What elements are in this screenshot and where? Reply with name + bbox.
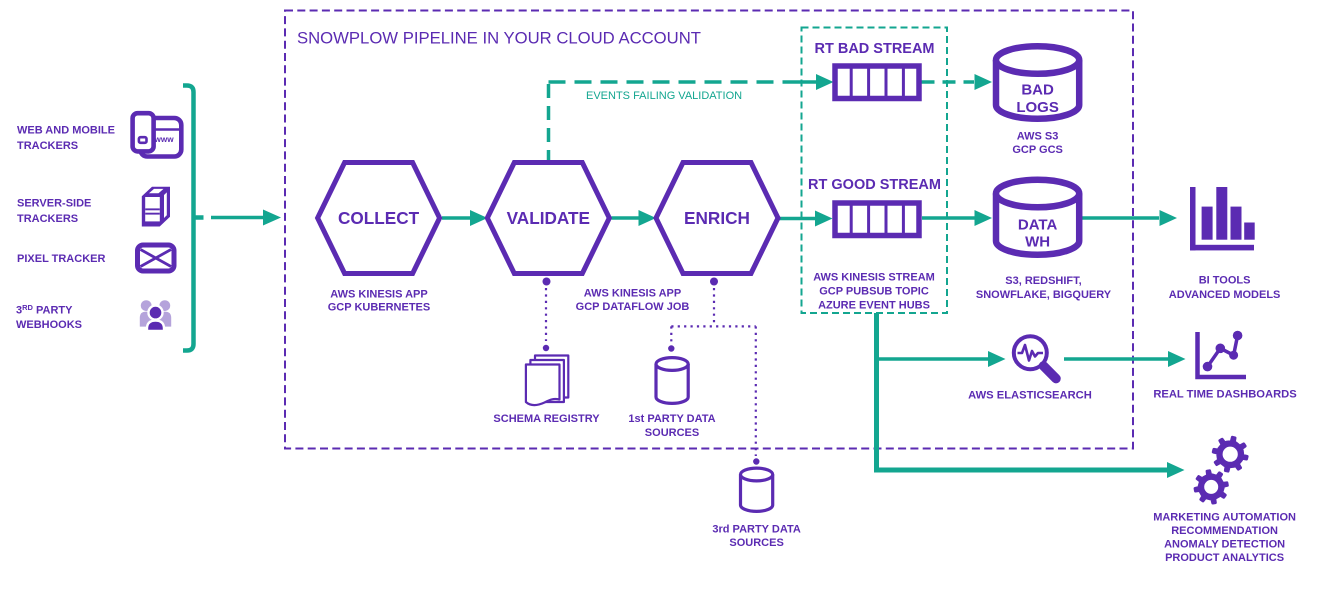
svg-text:AWS KINESIS APP: AWS KINESIS APP [584,288,681,300]
svg-text:COLLECT: COLLECT [338,208,420,228]
svg-text:S3, REDSHIFT,: S3, REDSHIFT, [1005,275,1081,287]
svg-text:PRODUCT ANALYTICS: PRODUCT ANALYTICS [1165,552,1284,564]
svg-text:TRACKERS: TRACKERS [17,140,78,152]
svg-text:SOURCES: SOURCES [645,427,699,439]
svg-text:AZURE EVENT HUBS: AZURE EVENT HUBS [818,300,930,312]
svg-text:AWS KINESIS STREAM: AWS KINESIS STREAM [813,272,935,284]
svg-text:RT GOOD STREAM: RT GOOD STREAM [808,177,941,193]
svg-text:EVENTS FAILING VALIDATION: EVENTS FAILING VALIDATION [586,90,742,102]
svg-text:AWS KINESIS APP: AWS KINESIS APP [330,289,427,301]
svg-text:RT BAD STREAM: RT BAD STREAM [814,41,934,57]
svg-text:WH: WH [1025,234,1050,251]
svg-text:ENRICH: ENRICH [684,208,750,228]
svg-text:AWS ELASTICSEARCH: AWS ELASTICSEARCH [968,390,1092,402]
svg-text:SCHEMA REGISTRY: SCHEMA REGISTRY [493,413,600,425]
svg-text:SNOWFLAKE, BIGQUERY: SNOWFLAKE, BIGQUERY [976,289,1112,301]
svg-text:TRACKERS: TRACKERS [17,213,78,225]
svg-text:ADVANCED MODELS: ADVANCED MODELS [1169,289,1281,301]
svg-text:GCP KUBERNETES: GCP KUBERNETES [328,302,430,314]
svg-text:GCP PUBSUB TOPIC: GCP PUBSUB TOPIC [819,286,929,298]
svg-text:SOURCES: SOURCES [729,537,783,549]
svg-text:MARKETING AUTOMATION: MARKETING AUTOMATION [1153,512,1296,524]
svg-text:SERVER-SIDE: SERVER-SIDE [17,198,91,210]
svg-text:GCP DATAFLOW JOB: GCP DATAFLOW JOB [576,301,690,313]
svg-text:GCP GCS: GCP GCS [1012,144,1063,156]
svg-text:BAD: BAD [1021,82,1054,99]
svg-text:VALIDATE: VALIDATE [507,208,590,228]
svg-text:BI TOOLS: BI TOOLS [1199,275,1251,287]
svg-text:DATA: DATA [1018,217,1058,234]
svg-text:SNOWPLOW PIPELINE IN YOUR CLOU: SNOWPLOW PIPELINE IN YOUR CLOUD ACCOUNT [297,29,701,48]
svg-text:3RD PARTY: 3RD PARTY [16,303,73,317]
svg-text:www: www [154,135,175,144]
svg-text:3rd PARTY DATA: 3rd PARTY DATA [712,524,800,536]
svg-text:ANOMALY DETECTION: ANOMALY DETECTION [1164,539,1285,551]
svg-text:LOGS: LOGS [1016,99,1059,116]
svg-text:RECOMMENDATION: RECOMMENDATION [1171,525,1278,537]
svg-text:REAL TIME DASHBOARDS: REAL TIME DASHBOARDS [1153,389,1297,401]
svg-text:WEB AND MOBILE: WEB AND MOBILE [17,125,115,137]
svg-text:PIXEL TRACKER: PIXEL TRACKER [17,253,105,265]
svg-text:1st PARTY DATA: 1st PARTY DATA [628,413,715,425]
svg-text:AWS S3: AWS S3 [1017,131,1059,143]
svg-text:WEBHOOKS: WEBHOOKS [16,319,82,331]
